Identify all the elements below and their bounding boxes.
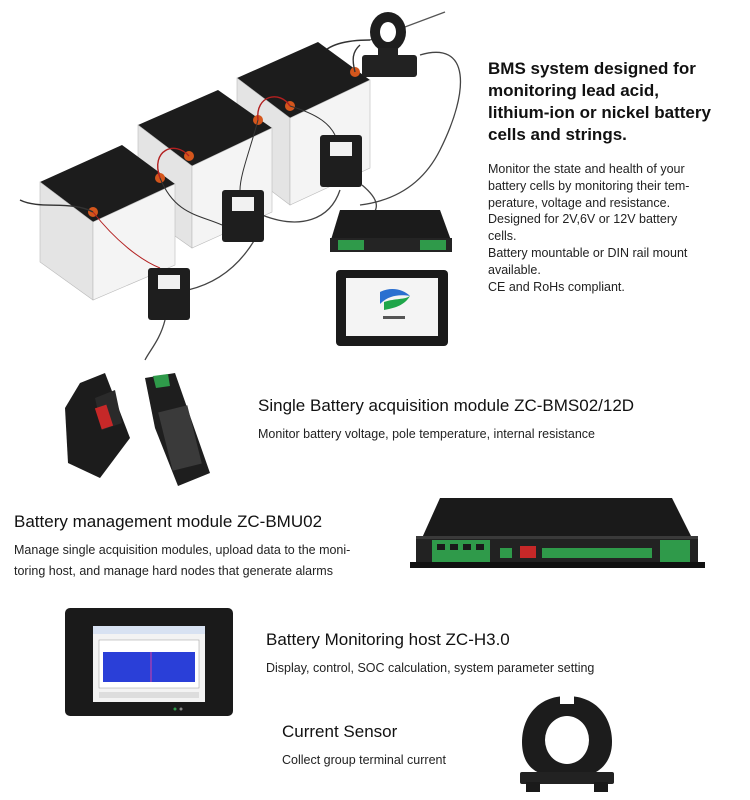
acquisition-module-3	[320, 135, 362, 187]
monitoring-host-description: Display, control, SOC calculation, syste…	[266, 658, 594, 679]
host-small	[336, 270, 448, 346]
acquisition-module-title: Single Battery acquisition module ZC-BMS…	[258, 396, 635, 415]
description-line: Display, control, SOC calculation, syste…	[266, 661, 595, 675]
current-sensor-description: Collect group terminal current	[282, 750, 446, 771]
headline-line: cells and strings.	[488, 125, 627, 144]
bmu-title: Battery management module ZC-BMU02	[14, 512, 323, 531]
current-sensor-title: Current Sensor	[282, 722, 398, 741]
description-line: Designed for 2V,6V or 12V battery	[488, 212, 678, 227]
bms-system-illustration	[19, 11, 462, 361]
bmu-image	[410, 498, 705, 568]
intro-description: Monitor the state and health of your bat…	[488, 161, 733, 295]
description-line: CE and RoHs compliant.	[488, 279, 625, 294]
description-line: Manage single acquisition modules, uploa…	[14, 543, 351, 557]
acquisition-module-description: Monitor battery voltage, pole temperatur…	[258, 424, 595, 445]
description-line: battery cells by monitoring their tem-	[488, 178, 690, 193]
description-line: Battery mountable or DIN rail mount	[488, 245, 688, 260]
headline-line: BMS system designed for	[488, 59, 696, 78]
acquisition-module-2	[222, 190, 264, 242]
monitoring-host-title: Battery Monitoring host ZC-H3.0	[266, 630, 510, 649]
description-line: perature, voltage and resistance.	[488, 195, 671, 210]
description-line: Collect group terminal current	[282, 753, 446, 767]
current-sensor-image	[520, 694, 614, 792]
acquisition-module-image	[65, 373, 210, 486]
current-sensor-small	[362, 12, 417, 77]
description-line: Monitor the state and health of your	[488, 162, 685, 176]
acquisition-module-1	[148, 268, 190, 320]
description-line: Monitor battery voltage, pole temperatur…	[258, 427, 595, 441]
bmu-small	[330, 210, 452, 252]
bmu-description: Manage single acquisition modules, uploa…	[14, 540, 350, 582]
monitoring-host-image	[65, 608, 233, 716]
headline-line: monitoring lead acid,	[488, 81, 659, 100]
description-line: available.	[488, 262, 541, 277]
intro-headline: BMS system designed for monitoring lead …	[488, 58, 738, 146]
description-line: toring host, and manage hard nodes that …	[14, 564, 333, 578]
headline-line: lithium-ion or nickel battery	[488, 103, 711, 122]
description-line: cells.	[488, 229, 517, 244]
